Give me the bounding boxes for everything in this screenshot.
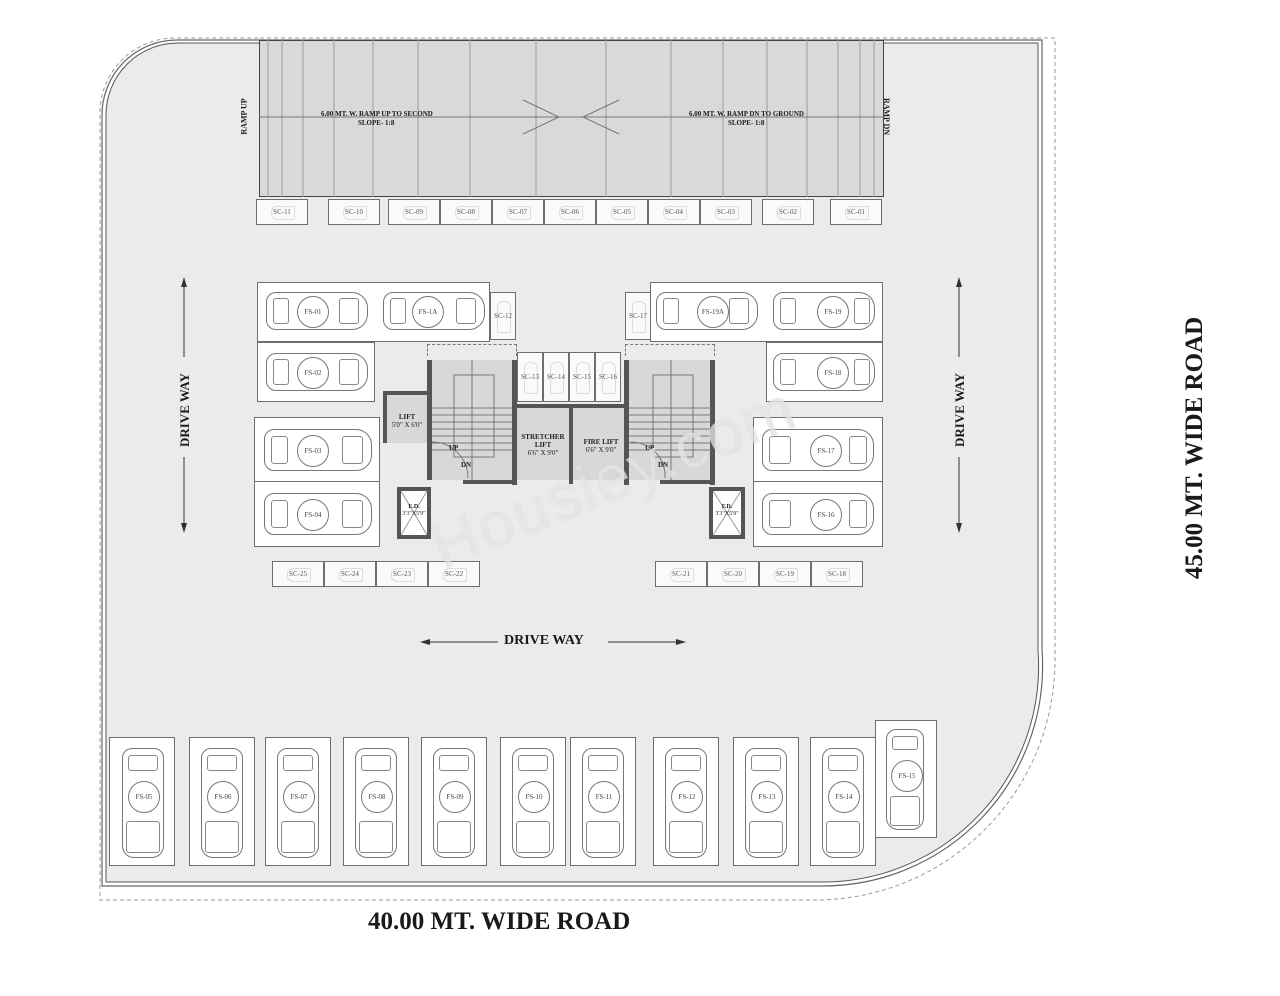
car-space[interactable]: FS-02 <box>266 353 368 391</box>
ramp-up-slope: SLOPE- 1:8 <box>358 119 395 127</box>
stretcher-lift-size: 6'6" X 9'0" <box>527 449 559 457</box>
scooter-slot[interactable]: SC-14 <box>543 352 569 402</box>
scooter-slot[interactable]: SC-11 <box>256 199 308 225</box>
car-space[interactable]: FS-10 <box>512 748 554 858</box>
car-space[interactable]: FS-14 <box>822 748 864 858</box>
scooter-slot[interactable]: SC-21 <box>655 561 707 587</box>
ramp-up-text: 6.00 MT. W. RAMP UP TO SECOND <box>321 110 433 118</box>
scooter-slot[interactable]: SC-01 <box>830 199 882 225</box>
duct-cross-icon <box>713 491 741 535</box>
driveway-right-arrow <box>956 277 962 533</box>
car-space[interactable]: FS-13 <box>745 748 787 858</box>
car-space[interactable]: FS-05 <box>122 748 164 858</box>
scooter-slot[interactable]: SC-25 <box>272 561 324 587</box>
ramp-dn-slope: SLOPE- 1:8 <box>728 119 765 127</box>
ramp-dn-text: 6.00 MT. W. RAMP DN TO GROUND <box>689 110 804 118</box>
scooter-slot[interactable]: SC-09 <box>388 199 440 225</box>
car-space[interactable]: FS-18 <box>773 353 875 391</box>
lift-size: 5'0" X 6'0" <box>391 421 423 429</box>
electrical-duct-label: E.D. <box>408 504 420 510</box>
car-space[interactable]: FS-1A <box>383 292 485 330</box>
ramp <box>259 40 884 197</box>
car-space[interactable]: FS-06 <box>201 748 243 858</box>
scooter-slot[interactable]: SC-05 <box>596 199 648 225</box>
stretcher-lift-label: STRETCHER <box>521 433 565 441</box>
fire-lift-label: FIRE LIFT <box>583 438 619 446</box>
car-space[interactable]: FS-19 <box>773 292 875 330</box>
stair-dn-label: DN <box>658 461 669 469</box>
scooter-slot[interactable]: SC-15 <box>569 352 595 402</box>
driveway-bottom-arrow <box>420 639 686 645</box>
ramp-lines <box>259 40 884 197</box>
stair-up-label: UP <box>645 444 655 452</box>
scooter-slot[interactable]: SC-24 <box>324 561 376 587</box>
driveway-left-label: DRIVE WAY <box>177 372 193 448</box>
car-space[interactable]: FS-19A <box>656 292 758 330</box>
stair-steps <box>629 360 711 480</box>
car-space[interactable]: FS-09 <box>433 748 475 858</box>
scooter-slot[interactable]: SC-16 <box>595 352 621 402</box>
car-space[interactable]: FS-17 <box>762 429 874 471</box>
scooter-slot[interactable]: SC-07 <box>492 199 544 225</box>
car-space[interactable]: FS-15 <box>886 729 924 830</box>
scooter-slot[interactable]: SC-22 <box>428 561 480 587</box>
car-space[interactable]: FS-01 <box>266 292 368 330</box>
car-space[interactable]: FS-03 <box>264 429 372 471</box>
road-label-bottom: 40.00 MT. WIDE ROAD <box>368 908 631 935</box>
car-space[interactable]: FS-07 <box>277 748 319 858</box>
scooter-slot[interactable]: SC-19 <box>759 561 811 587</box>
stair-up-label: UP <box>449 444 459 452</box>
scooter-slot[interactable]: SC-04 <box>648 199 700 225</box>
scooter-slot[interactable]: SC-23 <box>376 561 428 587</box>
scooter-slot[interactable]: SC-13 <box>517 352 543 402</box>
scooter-slot[interactable]: SC-12 <box>490 292 516 340</box>
fire-lift <box>573 408 625 480</box>
fire-duct-label: F.D. <box>721 504 733 510</box>
ramp-dn-label: RAMP DN <box>882 97 892 136</box>
stair-dn-label: DN <box>461 461 472 469</box>
scooter-slot[interactable]: SC-10 <box>328 199 380 225</box>
car-space[interactable]: FS-11 <box>582 748 624 858</box>
lift-label: LIFT <box>398 413 416 421</box>
scooter-slot[interactable]: SC-20 <box>707 561 759 587</box>
scooter-slot[interactable]: SC-06 <box>544 199 596 225</box>
fire-lift-size: 6'6" X 9'0" <box>585 446 617 454</box>
duct-cross-icon <box>401 491 427 535</box>
ramp-up-label: RAMP UP <box>239 98 249 135</box>
car-space[interactable]: FS-16 <box>762 493 874 535</box>
stair-steps <box>432 360 512 480</box>
lift <box>387 395 427 443</box>
scooter-slot[interactable]: SC-17 <box>625 292 651 340</box>
stretcher-lift <box>517 408 569 480</box>
driveway-right-label: DRIVE WAY <box>952 372 968 448</box>
scooter-slot[interactable]: SC-18 <box>811 561 863 587</box>
scooter-slot[interactable]: SC-02 <box>762 199 814 225</box>
car-space[interactable]: FS-12 <box>665 748 707 858</box>
road-label-right: 45.00 MT. WIDE ROAD <box>1181 316 1208 580</box>
scooter-slot[interactable]: SC-08 <box>440 199 492 225</box>
car-space[interactable]: FS-08 <box>355 748 397 858</box>
scooter-slot[interactable]: SC-03 <box>700 199 752 225</box>
driveway-bottom-label: DRIVE WAY <box>504 633 584 648</box>
car-space[interactable]: FS-04 <box>264 493 372 535</box>
driveway-left-arrow <box>181 277 187 533</box>
